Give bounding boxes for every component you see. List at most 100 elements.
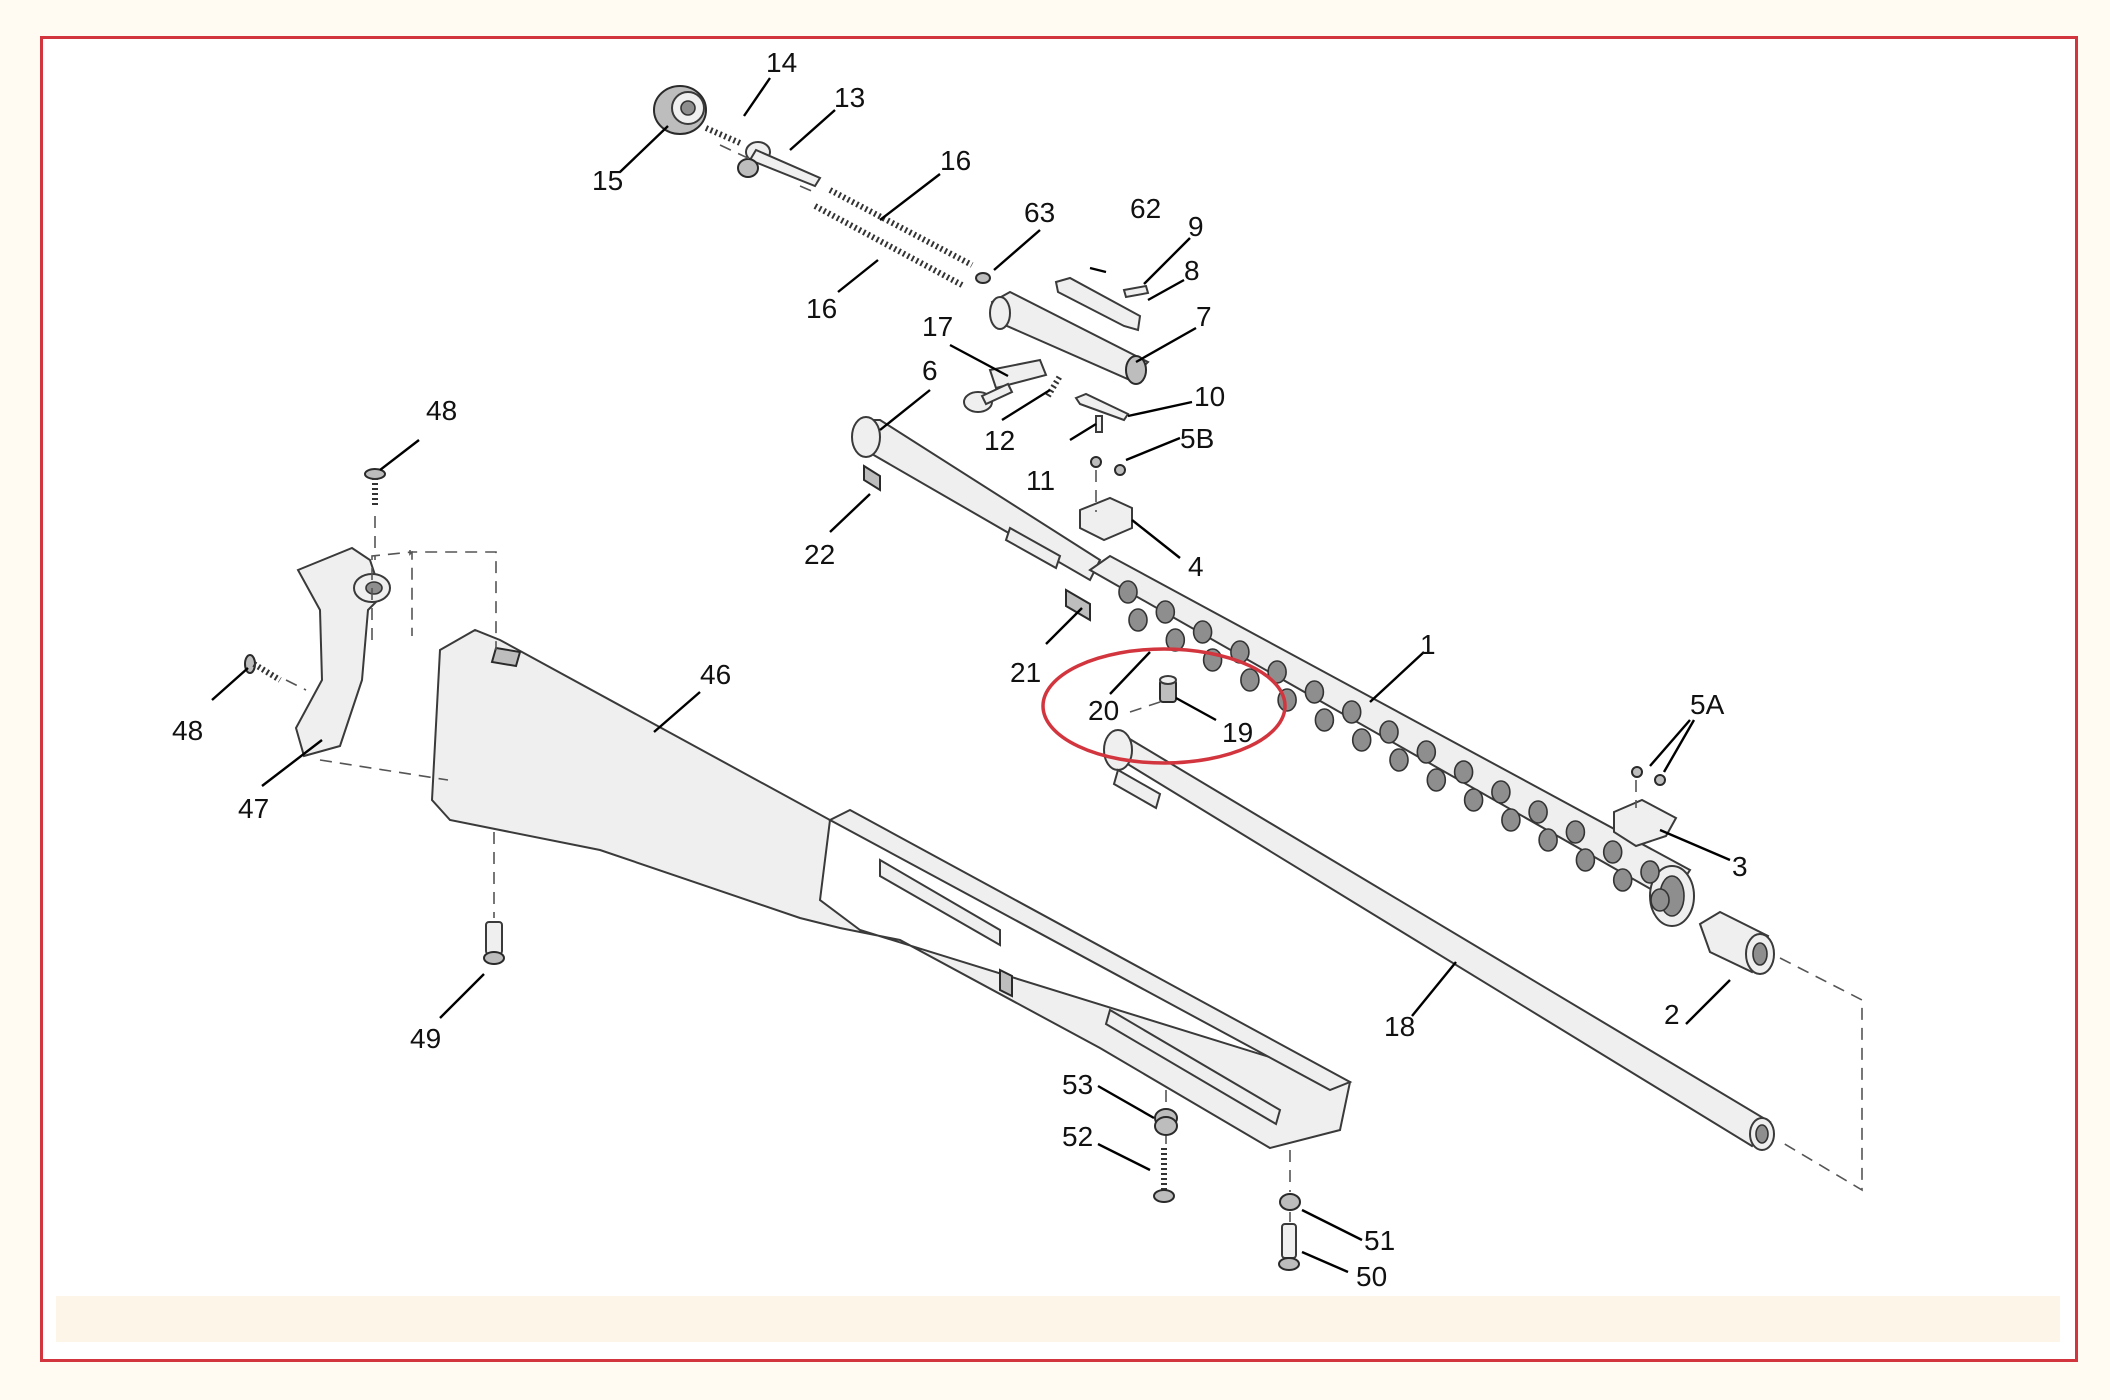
- callout-5b: 5B: [1180, 423, 1214, 454]
- jacket-hole: [1538, 828, 1558, 852]
- part-51-washer: [1279, 1193, 1301, 1211]
- part-7-bolt: [989, 290, 1150, 385]
- part-15-cap: [653, 85, 707, 135]
- part-49-screw: [483, 921, 505, 965]
- jacket-hole: [1426, 768, 1447, 792]
- jacket-hole: [1491, 780, 1511, 804]
- jacket-hole: [1192, 620, 1213, 644]
- callout-11: 11: [1026, 465, 1055, 496]
- part-10-plate: [1074, 392, 1130, 422]
- jacket-hole: [1304, 680, 1325, 704]
- callout-13: 13: [834, 82, 865, 113]
- callout-48-side: 48: [172, 715, 203, 746]
- callout-21: 21: [1010, 657, 1041, 688]
- callout-9: 9: [1188, 211, 1204, 242]
- part-2-muzzle-nut: [1698, 910, 1775, 975]
- part-62-pin: [1089, 266, 1107, 274]
- jacket-hole: [1640, 860, 1660, 884]
- callout-6: 6: [922, 355, 938, 386]
- jacket-hole: [1612, 868, 1633, 892]
- callout-7: 7: [1196, 301, 1212, 332]
- part-16-spring-upper: [828, 187, 974, 268]
- part-6-receiver: [851, 416, 1102, 622]
- highlight-circle-part-19: [1041, 647, 1287, 765]
- callout-5a: 5A: [1690, 689, 1725, 720]
- bottom-band: [56, 1296, 2060, 1342]
- part-47-bracket: [294, 546, 391, 758]
- part-50-screw: [1278, 1223, 1300, 1271]
- jacket-hole: [1341, 700, 1362, 724]
- jacket-hole: [1416, 740, 1437, 764]
- callout-2: 2: [1664, 999, 1680, 1030]
- jacket-hole: [1463, 788, 1484, 812]
- part-13-rod: [737, 141, 822, 188]
- jacket-hole: [1165, 628, 1186, 652]
- jacket-hole: [1128, 608, 1148, 632]
- callout-8: 8: [1184, 255, 1200, 286]
- part-5a-screws: [1631, 766, 1666, 786]
- callout-46: 46: [700, 659, 731, 690]
- callout-50: 50: [1356, 1261, 1387, 1292]
- callout-18: 18: [1384, 1011, 1415, 1042]
- part-16-spring-lower: [813, 203, 964, 288]
- jacket-hole: [1240, 668, 1260, 692]
- part-48-screw-top: [364, 468, 386, 508]
- part-48-screw-side: [244, 654, 282, 683]
- callout-10: 10: [1194, 381, 1225, 412]
- callout-16-lower: 16: [806, 293, 837, 324]
- part-11-pin: [1095, 415, 1103, 433]
- jacket-hole: [1453, 760, 1474, 784]
- jacket-hole: [1351, 728, 1372, 752]
- part-17-handle: [963, 358, 1048, 413]
- callout-3: 3: [1732, 851, 1748, 882]
- part-14-spring: [704, 125, 742, 146]
- callout-62: 62: [1130, 193, 1161, 224]
- jacket-hole: [1575, 848, 1596, 872]
- jacket-hole: [1314, 708, 1335, 732]
- part-9-pin: [1122, 284, 1150, 299]
- jacket-hole: [1267, 660, 1287, 684]
- callout-16-upper: 16: [940, 145, 971, 176]
- leader-lines: [211, 77, 1731, 1274]
- callout-22: 22: [804, 539, 835, 570]
- jacket-hole: [1650, 888, 1670, 912]
- callout-20: 20: [1088, 695, 1119, 726]
- part-4-rear-sight: [1079, 496, 1133, 542]
- callout-4: 4: [1188, 551, 1204, 582]
- callout-48-top: 48: [426, 395, 457, 426]
- callout-19: 19: [1222, 717, 1253, 748]
- part-12-spring: [1045, 374, 1063, 398]
- callout-49: 49: [410, 1023, 441, 1054]
- jacket-hole: [1155, 600, 1176, 624]
- jacket-hole: [1389, 748, 1409, 772]
- callout-47: 47: [238, 793, 269, 824]
- part-18-barrel: [1103, 729, 1775, 1151]
- jacket-hole: [1501, 808, 1521, 832]
- diagram-frame: [40, 36, 2078, 1362]
- callout-14: 14: [766, 47, 797, 78]
- part-52-bolt: [1153, 1148, 1175, 1203]
- callout-53: 53: [1062, 1069, 1093, 1100]
- part-8-plate: [1054, 276, 1142, 332]
- part-19-screw: [1159, 675, 1177, 703]
- callout-15: 15: [592, 165, 623, 196]
- assembly-lines: [285, 144, 1863, 1222]
- callout-52: 52: [1062, 1121, 1093, 1152]
- jacket-hole: [1528, 800, 1548, 824]
- part-46-stock: [430, 628, 1353, 1150]
- callout-51: 51: [1364, 1225, 1395, 1256]
- part-3-front-sight: [1613, 798, 1678, 848]
- part-63-ring: [975, 272, 991, 284]
- jacket-hole: [1565, 820, 1586, 844]
- callout-1: 1: [1420, 629, 1436, 660]
- callout-63: 63: [1024, 197, 1055, 228]
- callout-17: 17: [922, 311, 953, 342]
- jacket-hole: [1379, 720, 1399, 744]
- callout-labels: 14 13 15 16 16 63 62 9 8 7 17 6 10 5B 1 2…: [172, 47, 1748, 1292]
- jacket-hole: [1602, 840, 1623, 864]
- barrel-jacket-holes: [1118, 580, 1670, 912]
- part-5b-screws: [1090, 456, 1126, 476]
- part-53-nut: [1154, 1108, 1178, 1136]
